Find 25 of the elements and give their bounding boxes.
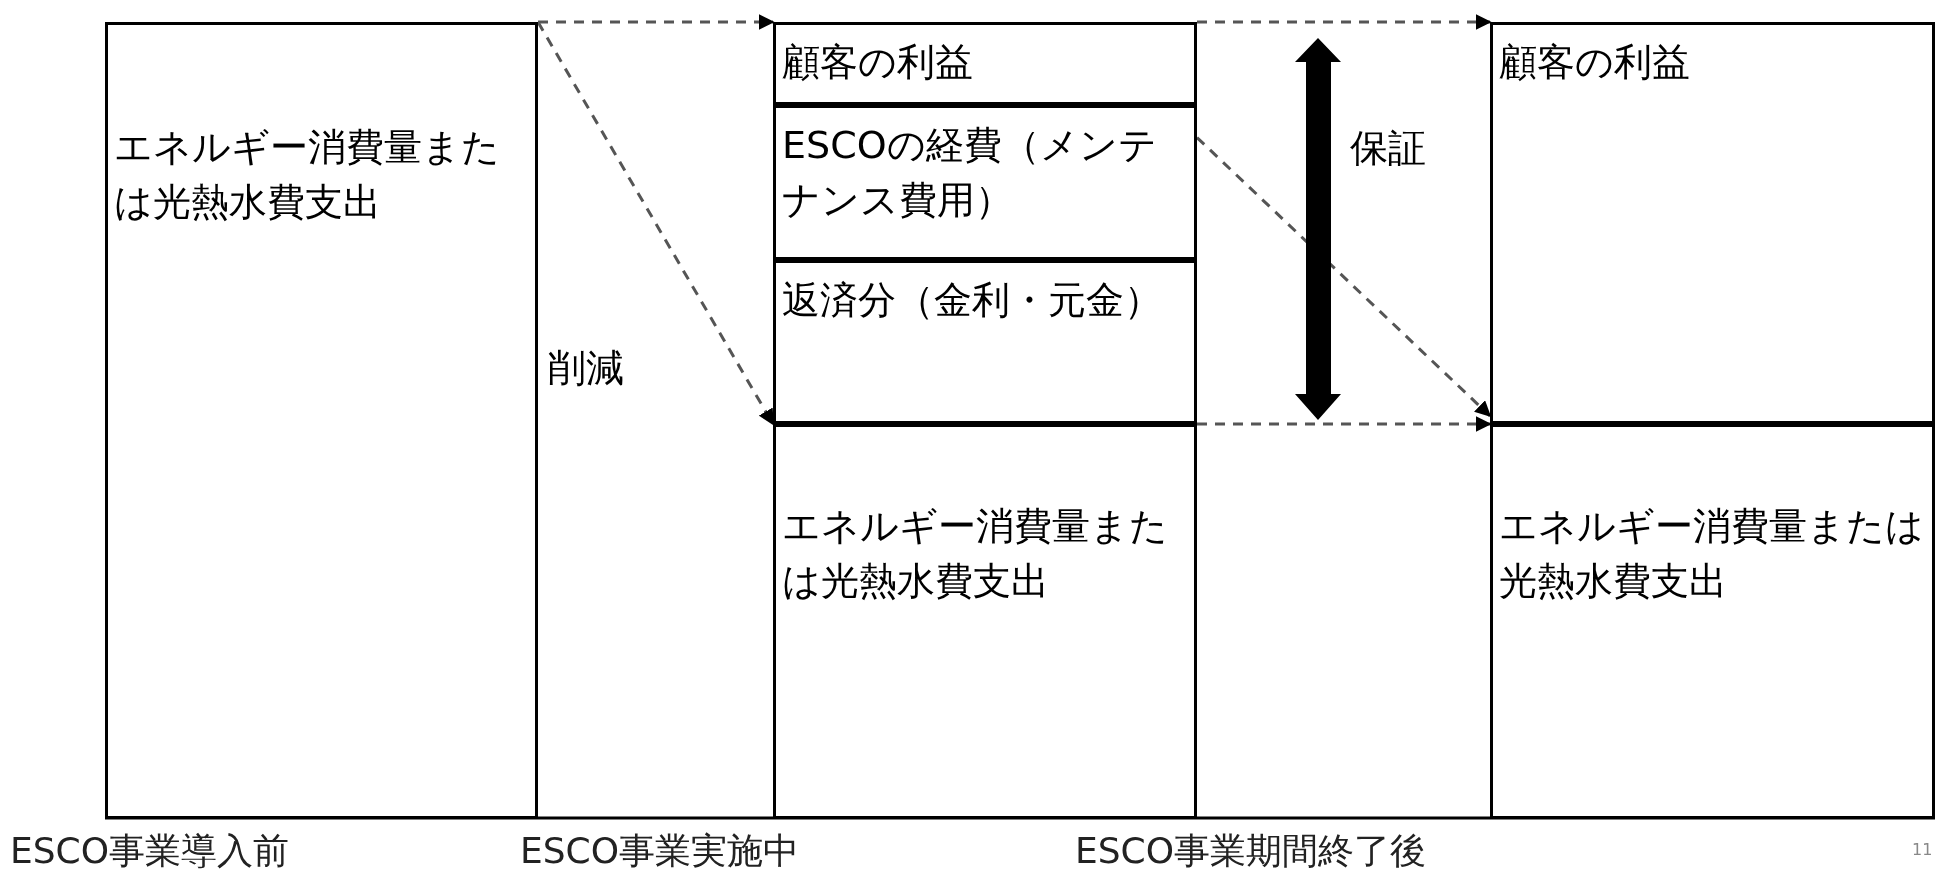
stage-caption: ESCO事業導入前 <box>10 829 290 873</box>
dashed-arrow <box>538 14 775 30</box>
cost-box <box>105 22 538 819</box>
box-text: 顧客の利益 <box>1499 39 1691 86</box>
dashed-arrow <box>1197 416 1492 432</box>
dashed-arrow <box>1195 136 1492 418</box>
cost-box <box>773 424 1197 819</box>
dashed-arrow <box>536 21 775 426</box>
cost-box <box>773 260 1197 424</box>
reduction-label: 削減 <box>548 345 624 392</box>
box-text: エネルギー消費量または光熱水費支出 <box>782 503 1169 606</box>
box-text: エネルギー消費量または光熱水費支出 <box>1499 503 1925 606</box>
cost-box <box>1490 22 1935 424</box>
box-text: 返済分（金利・元金） <box>782 277 1163 324</box>
box-text: 顧客の利益 <box>782 39 974 86</box>
dashed-arrow <box>1197 14 1492 30</box>
box-text: ESCOの経費（メンテナンス費用） <box>782 122 1158 225</box>
stage-caption: ESCO事業実施中 <box>520 829 800 873</box>
box-text: エネルギー消費量または光熱水費支出 <box>114 124 501 227</box>
cost-box <box>773 22 1197 105</box>
cost-box <box>773 105 1197 260</box>
page-number: 11 <box>1912 839 1933 861</box>
guarantee-label: 保証 <box>1350 125 1426 172</box>
cost-box <box>1490 424 1935 819</box>
stage-caption: ESCO事業期間終了後 <box>1075 829 1427 873</box>
